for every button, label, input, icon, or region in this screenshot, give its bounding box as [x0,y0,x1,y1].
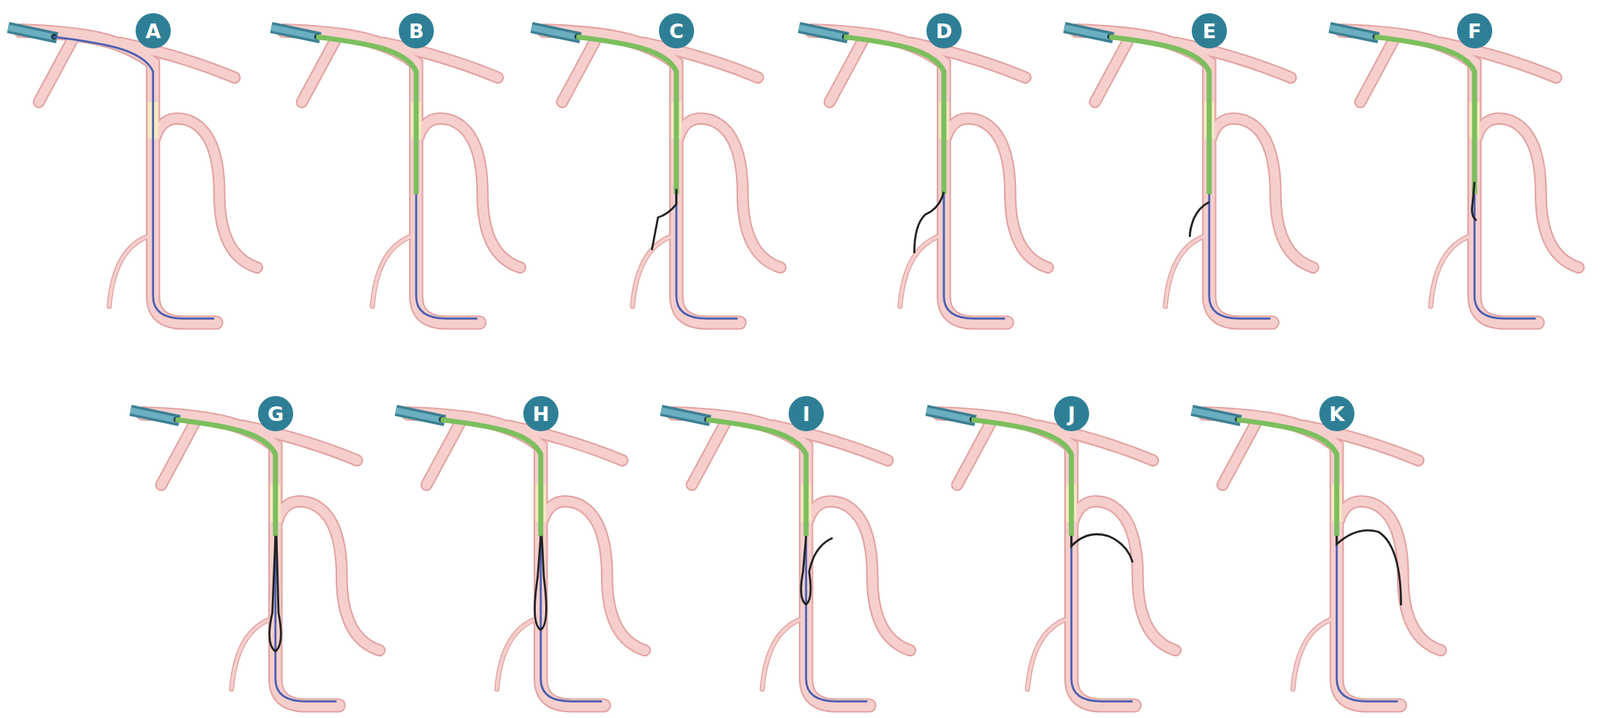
panel-letter-badge: A [135,13,171,49]
panel-letter-badge: F [1457,13,1493,49]
panel-letter-badge: C [658,13,695,49]
panel-letter-badge: E [1191,13,1227,49]
panel-letter-badge: I [788,395,824,431]
panel-letter-badge: D [926,13,962,49]
panel-letter: H [532,402,550,426]
panel-letter-badge: J [1053,395,1090,431]
panel-letter: J [1067,402,1076,426]
panel-letter-badge: K [1319,395,1355,431]
panel-letter: D [935,19,953,43]
panel-letter: F [1468,19,1482,43]
panel-letter: I [802,402,810,426]
panel-letter: E [1202,19,1216,43]
panel-letter: K [1329,402,1345,426]
panel-letter-badge: B [398,13,434,49]
panel-letter: A [145,19,162,43]
panel-letter: C [669,19,684,43]
panel-letter-badge: G [257,395,294,431]
panel-letter: B [408,19,425,43]
panel-letter: G [267,402,284,426]
panel-letter-badge: H [523,395,559,431]
